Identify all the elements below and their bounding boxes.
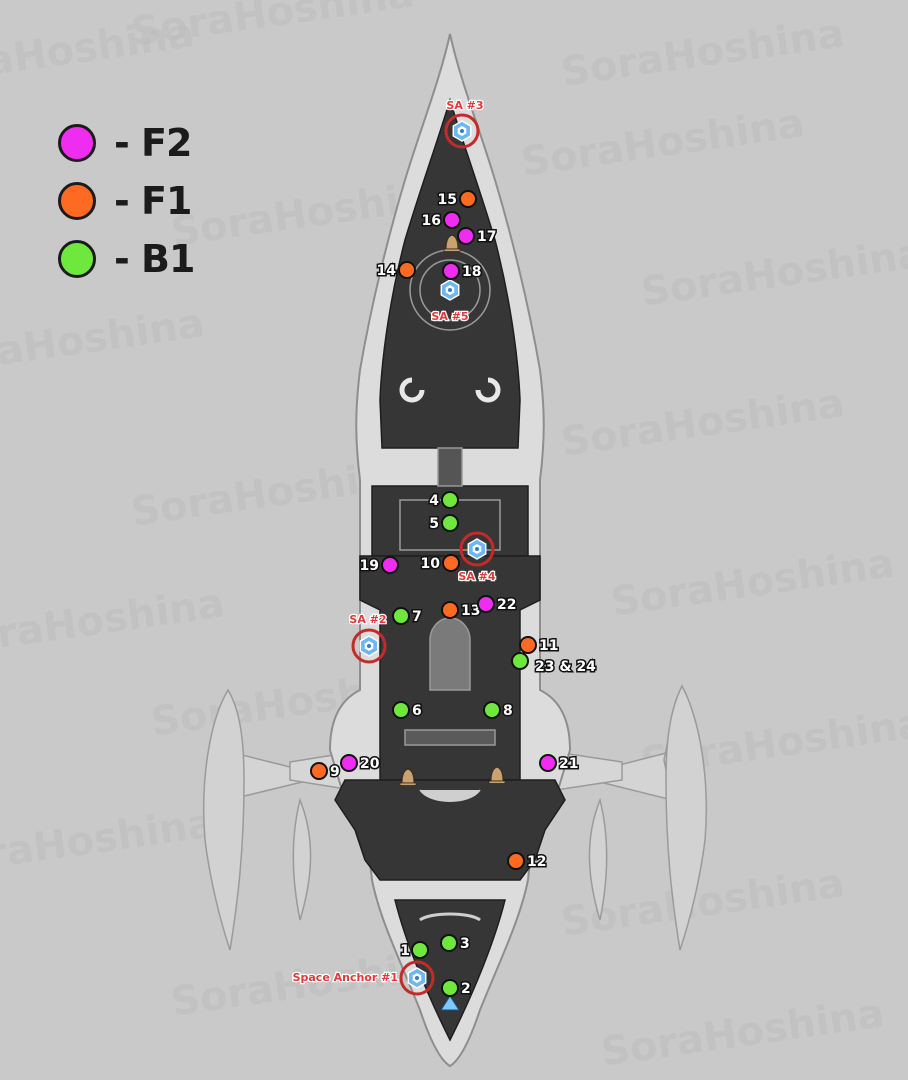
deck-details [399, 249, 501, 922]
svg-text:13: 13 [461, 603, 480, 619]
legend-swatch-f1 [58, 182, 96, 220]
marker-5[interactable]: 5 [428, 514, 459, 534]
space-anchor-icon [407, 967, 427, 989]
floor-legend: - F2 - F1 - B1 [58, 114, 195, 288]
legend-label-f2: - F2 [114, 121, 192, 165]
svg-text:9: 9 [330, 764, 340, 780]
marker-9[interactable]: 9 [310, 762, 341, 782]
svg-text:2: 2 [461, 981, 471, 997]
svg-text:11: 11 [539, 638, 558, 654]
space-anchor-icon [467, 538, 487, 560]
player-arrow-icon [440, 995, 460, 1011]
legend-label-f1: - F1 [114, 179, 192, 223]
svg-text:3: 3 [460, 936, 470, 952]
svg-text:1: 1 [400, 943, 410, 959]
marker-12[interactable]: 12 [507, 852, 548, 872]
marker-3[interactable]: 3 [440, 934, 471, 954]
legend-label-b1: - B1 [114, 237, 195, 281]
svg-text:8: 8 [503, 703, 513, 719]
svg-text:15: 15 [438, 192, 457, 208]
marker-2[interactable]: 2 [441, 979, 472, 999]
marker-23-24[interactable]: 23 & 24 [511, 652, 598, 677]
right-wing [555, 684, 708, 951]
marker-16[interactable]: 16 [420, 211, 461, 231]
marker-21[interactable]: 21 [539, 754, 580, 774]
marker-6[interactable]: 6 [392, 701, 423, 721]
collectible-markers: 15 16 17 14 18 4 5 10 19 7 13 22 11 23 &… [310, 190, 598, 999]
svg-text:20: 20 [360, 756, 380, 772]
marker-11[interactable]: 11 [519, 636, 560, 656]
svg-text:16: 16 [422, 213, 441, 229]
marker-7[interactable]: 7 [392, 607, 423, 627]
legend-item-f2: - F2 [58, 114, 194, 172]
svg-text:14: 14 [377, 263, 397, 279]
space-anchor-sa2[interactable]: SA #2 [348, 612, 388, 664]
svg-text:21: 21 [559, 756, 578, 772]
svg-text:6: 6 [412, 703, 422, 719]
sa4-label: SA #4 [458, 570, 495, 583]
svg-text:10: 10 [421, 556, 441, 572]
sa5-label: SA #5 [431, 310, 468, 323]
svg-text:5: 5 [429, 516, 439, 532]
sa2-label: SA #2 [349, 613, 386, 626]
space-anchor-icon [452, 120, 472, 142]
legend-swatch-f2 [58, 124, 96, 162]
marker-18[interactable]: 18 [442, 262, 483, 282]
legend-swatch-b1 [58, 240, 96, 278]
marker-4[interactable]: 4 [428, 491, 459, 511]
left-wing [202, 688, 353, 951]
legend-item-f1: - F1 [58, 172, 194, 230]
space-anchor-icon [359, 635, 379, 657]
marker-20[interactable]: 20 [340, 754, 381, 774]
space-anchor-sa5[interactable]: SA #5 [430, 279, 470, 324]
svg-text:4: 4 [429, 493, 439, 509]
space-anchor-sa4[interactable]: SA #4 [457, 531, 497, 584]
marker-19[interactable]: 19 [358, 556, 399, 576]
svg-text:7: 7 [412, 609, 422, 625]
space-anchor-sa3[interactable]: SA #3 [444, 98, 485, 149]
marker-14[interactable]: 14 [375, 261, 416, 281]
marker-1[interactable]: 1 [399, 941, 429, 961]
sa3-label: SA #3 [446, 99, 483, 112]
marker-13[interactable]: 13 [441, 601, 482, 621]
marker-8[interactable]: 8 [483, 701, 514, 721]
marker-10[interactable]: 10 [419, 554, 460, 574]
marker-15[interactable]: 15 [436, 190, 477, 210]
marker-17[interactable]: 17 [457, 227, 498, 247]
marker-22[interactable]: 22 [477, 595, 518, 615]
svg-text:23 & 24: 23 & 24 [535, 659, 596, 675]
sa1-label: Space Anchor #1 [293, 971, 398, 984]
space-anchor-icon [440, 279, 460, 301]
legend-item-b1: - B1 [58, 230, 195, 288]
svg-text:19: 19 [360, 558, 379, 574]
svg-text:17: 17 [477, 229, 496, 245]
svg-text:18: 18 [462, 264, 481, 280]
svg-text:22: 22 [497, 597, 516, 613]
space-anchor-sa1[interactable]: Space Anchor #1 [291, 960, 435, 996]
svg-text:12: 12 [527, 854, 546, 870]
